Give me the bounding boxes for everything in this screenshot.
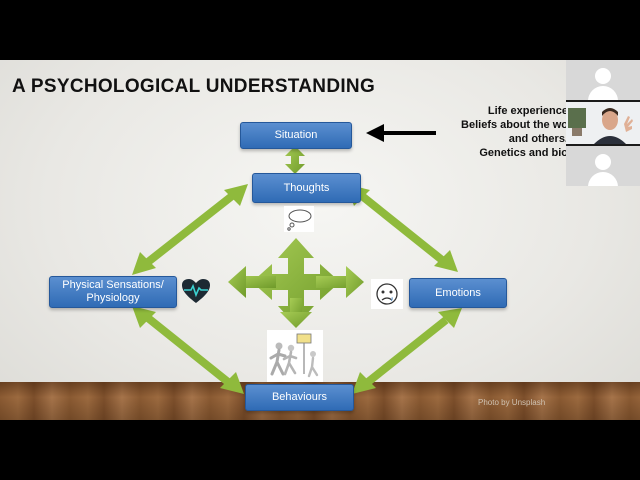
thoughts-physical-arrow xyxy=(132,184,248,275)
emotions-behaviours-arrow xyxy=(352,308,462,394)
physical-label-line2: Physiology xyxy=(86,292,140,304)
influences-line1: Life experience xyxy=(487,105,568,117)
avatar-placeholder-icon xyxy=(595,154,611,170)
participant-video-strip xyxy=(566,60,640,186)
situation-label: Situation xyxy=(274,129,318,141)
behaviours-label: Behaviours xyxy=(271,391,328,403)
influences-line3: and others. xyxy=(508,133,568,145)
influences-text: Life experience Beliefs about the wo and… xyxy=(448,104,568,160)
emotions-box: Emotions xyxy=(409,278,507,308)
participant-tile-speaker[interactable] xyxy=(566,102,640,144)
thought-bubble-icon xyxy=(284,206,314,232)
worried-face-icon xyxy=(371,279,403,309)
presentation-slide: A PSYCHOLOGICAL UNDERSTANDING xyxy=(0,60,640,420)
influences-line4: Genetics and bio xyxy=(479,147,568,159)
participant-tile-3[interactable] xyxy=(566,146,640,186)
avatar-body-icon xyxy=(588,172,618,186)
runners-finish-line-image xyxy=(267,330,323,382)
participant-tile-1[interactable] xyxy=(566,60,640,100)
photo-credit: Photo by Unsplash xyxy=(478,398,546,407)
speaker-video xyxy=(566,102,640,144)
emotions-label: Emotions xyxy=(435,286,481,299)
situation-thoughts-arrow xyxy=(285,146,305,174)
slide-title: A PSYCHOLOGICAL UNDERSTANDING xyxy=(12,76,376,97)
avatar-body-icon xyxy=(588,86,618,100)
thoughts-emotions-arrow xyxy=(346,184,458,272)
situation-box: Situation xyxy=(240,122,352,149)
physical-label-line1: Physical Sensations/ xyxy=(62,279,164,291)
influences-line2: Beliefs about the wo xyxy=(461,119,568,131)
diagram-arrows xyxy=(132,124,462,394)
physical-sensations-box: Physical Sensations/ Physiology xyxy=(49,276,177,308)
black-left-arrow xyxy=(366,124,436,142)
behaviours-box: Behaviours xyxy=(245,384,354,411)
physical-behaviours-arrow xyxy=(132,306,244,394)
thoughts-box: Thoughts xyxy=(252,173,361,203)
thoughts-label: Thoughts xyxy=(283,181,330,194)
heart-pulse-icon xyxy=(180,277,212,305)
avatar-placeholder-icon xyxy=(595,68,611,84)
central-four-way-arrow xyxy=(228,238,364,328)
video-bottom-letterbox xyxy=(0,420,640,480)
video-top-letterbox xyxy=(0,0,640,60)
